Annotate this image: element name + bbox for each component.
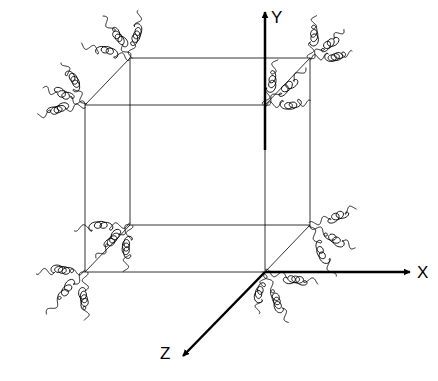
cube-edges: [85, 58, 310, 272]
cube-edge: [85, 58, 130, 105]
polymer-chain: [310, 225, 355, 249]
polymer-chain: [96, 225, 130, 259]
z-axis: [183, 272, 265, 356]
cube-edge: [310, 58, 311, 225]
polymer-chains: [36, 10, 357, 322]
axis-label: X: [417, 264, 428, 281]
polymer-chain: [122, 225, 133, 272]
polymer-chain: [265, 99, 311, 109]
cube-edge: [85, 105, 86, 272]
polymer-chain: [61, 63, 87, 104]
polymer-chain: [308, 226, 336, 277]
polymer-chain: [103, 16, 131, 58]
polymer-chain: [128, 10, 142, 58]
polymer-chain: [46, 272, 85, 314]
cube-edge: [130, 58, 131, 225]
polymer-chain: [36, 265, 85, 275]
polymer-chain: [43, 86, 85, 105]
polymer-chain: [74, 221, 130, 231]
polymer-chain: [310, 51, 352, 62]
cube-edge: [85, 272, 265, 273]
axis-label: Y: [271, 9, 282, 26]
y-axis: [264, 12, 267, 150]
axes: [183, 12, 410, 356]
polymer-chain: [309, 206, 356, 225]
polymer-chain: [307, 15, 318, 57]
cube-edge: [130, 225, 310, 226]
axis-label: Z: [160, 345, 170, 362]
cube-edge: [265, 225, 310, 272]
polymer-chain: [37, 103, 85, 118]
polymer-chain: [79, 272, 90, 320]
x-axis: [265, 271, 410, 274]
cube-edge: [130, 58, 310, 59]
polymer-chain: [264, 272, 289, 322]
cube-edge: [85, 105, 265, 106]
